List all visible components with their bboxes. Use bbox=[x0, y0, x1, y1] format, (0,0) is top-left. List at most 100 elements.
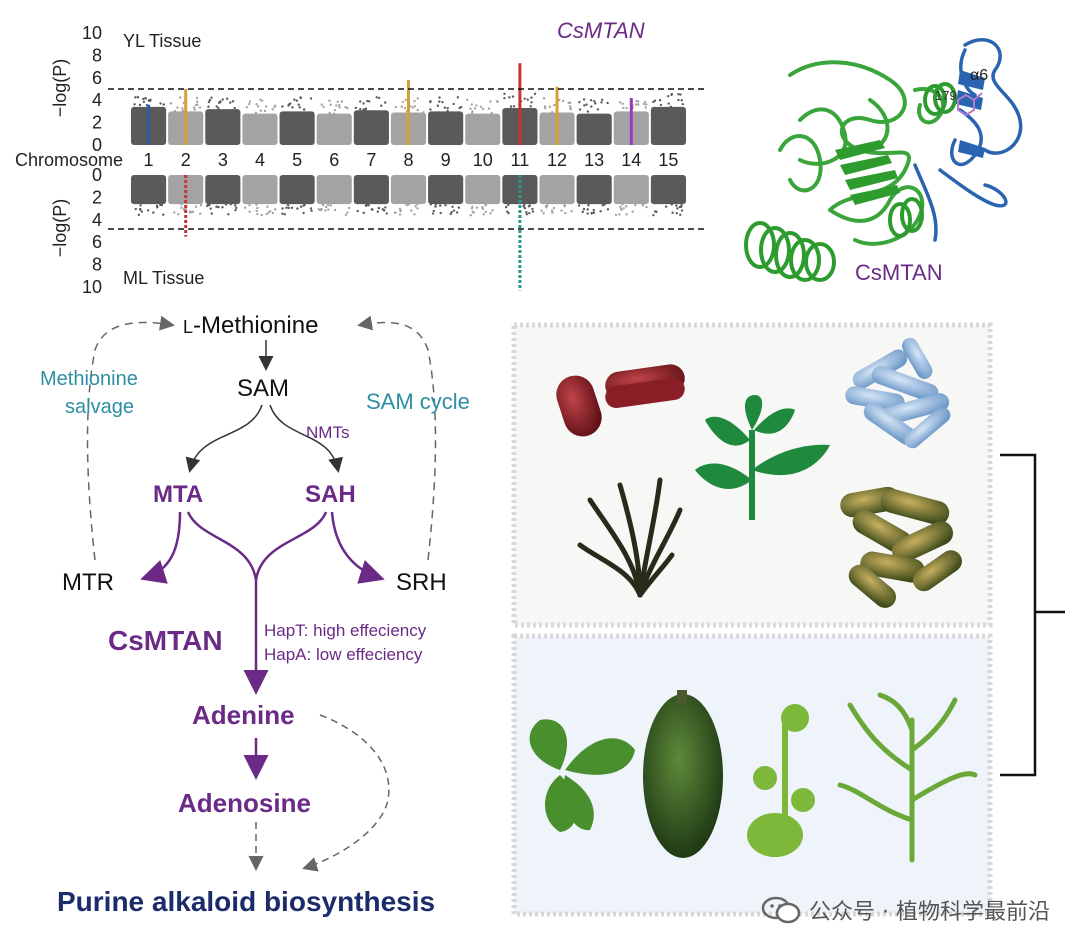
bottom-snp-point bbox=[577, 204, 581, 207]
top-snp-point bbox=[669, 105, 673, 109]
bottom-chromosome-block bbox=[539, 175, 575, 205]
bottom-snp-point bbox=[434, 205, 437, 208]
top-snp-point bbox=[265, 105, 268, 108]
bottom-snp-point bbox=[173, 211, 176, 214]
top-snp-point bbox=[470, 103, 473, 106]
bottom-snp-point bbox=[528, 211, 531, 215]
bottom-snp-point bbox=[531, 210, 535, 213]
top-snp-point bbox=[181, 107, 184, 110]
top-snp-point bbox=[299, 96, 302, 99]
mta-to-mtr-arrow bbox=[140, 511, 182, 584]
bottom-tissue-label: ML Tissue bbox=[123, 268, 204, 288]
top-snp-point bbox=[443, 106, 447, 109]
top-chromosome-block bbox=[576, 113, 612, 145]
top-snp-point bbox=[529, 105, 532, 108]
protein-blue-domain bbox=[913, 38, 1023, 242]
top-snp-point bbox=[179, 96, 182, 99]
top-snp-point bbox=[192, 106, 196, 109]
bottom-snp-point bbox=[180, 202, 183, 206]
top-snp-point bbox=[207, 100, 211, 104]
top-snp-point bbox=[481, 107, 485, 111]
top-snp-point bbox=[590, 105, 593, 108]
bottom-chromosome-block bbox=[613, 175, 649, 205]
top-y-tick: 2 bbox=[92, 113, 102, 133]
bottom-snp-point bbox=[265, 212, 269, 216]
bottom-snp-point bbox=[347, 206, 351, 210]
plant-icon-image bbox=[695, 395, 830, 520]
top-snp-point bbox=[346, 106, 349, 110]
top-snp-point bbox=[618, 101, 622, 104]
top-snp-point bbox=[578, 100, 581, 104]
bottom-snp-point bbox=[255, 209, 258, 213]
top-snp-point bbox=[248, 100, 252, 103]
methionine-salvage-line2: salvage bbox=[65, 396, 134, 418]
top-snp-point bbox=[438, 100, 441, 103]
top-snp-point bbox=[207, 105, 210, 108]
top-snp-point bbox=[411, 106, 414, 109]
bottom-snp-point bbox=[416, 203, 419, 206]
top-snp-point bbox=[550, 110, 554, 114]
bottom-snp-point bbox=[582, 207, 586, 211]
bottom-snp-point bbox=[405, 203, 409, 207]
bottom-y-tick: 6 bbox=[92, 232, 102, 252]
top-snp-point bbox=[136, 95, 140, 99]
bottom-snp-point bbox=[614, 213, 618, 217]
csmtan-enzyme-label: CsMTAN bbox=[108, 625, 223, 656]
top-snp-point bbox=[544, 107, 547, 110]
top-snp-point bbox=[320, 103, 323, 106]
top-snp-point bbox=[479, 105, 483, 109]
chromosome-label: 7 bbox=[366, 150, 376, 170]
bottom-snp-point bbox=[224, 203, 228, 206]
bottom-snp-point bbox=[221, 206, 224, 209]
top-snp-point bbox=[340, 100, 344, 103]
top-snp-point bbox=[600, 98, 604, 102]
top-snp-point bbox=[413, 105, 416, 108]
bottom-snp-point bbox=[370, 208, 374, 211]
top-snp-point bbox=[260, 99, 264, 102]
bottom-snp-point bbox=[215, 205, 218, 208]
top-snp-point bbox=[362, 102, 365, 105]
bottom-snp-point bbox=[653, 210, 657, 213]
bottom-snp-point bbox=[161, 213, 165, 216]
bottom-snp-point bbox=[309, 207, 313, 210]
bottom-chromosome-block bbox=[205, 175, 241, 205]
bottom-snp-point bbox=[444, 203, 447, 207]
bottom-y-tick: 2 bbox=[92, 187, 102, 207]
top-snp-point bbox=[473, 107, 477, 110]
top-snp-point bbox=[274, 104, 277, 107]
bottom-snp-point bbox=[398, 213, 402, 216]
bottom-snp-point bbox=[545, 206, 548, 209]
top-snp-point bbox=[281, 105, 284, 108]
bottom-snp-point bbox=[256, 206, 259, 210]
top-snp-point bbox=[489, 100, 492, 103]
top-snp-point bbox=[362, 108, 365, 111]
top-snp-point bbox=[328, 99, 331, 102]
protein-structure: 179 α6 CsMTAN bbox=[744, 38, 1023, 285]
top-snp-point bbox=[142, 100, 146, 103]
bottom-snp-point bbox=[281, 212, 284, 215]
bottom-snp-point bbox=[235, 206, 238, 210]
top-snp-point bbox=[416, 108, 419, 112]
top-snp-point bbox=[354, 106, 358, 110]
top-snp-point bbox=[436, 104, 440, 107]
top-snp-point bbox=[622, 106, 625, 110]
bottom-snp-point bbox=[439, 211, 442, 215]
top-y-tick: 8 bbox=[92, 45, 102, 65]
top-snp-point bbox=[593, 99, 596, 103]
bottom-snp-point bbox=[469, 214, 472, 217]
top-y-axis-label: −log(P) bbox=[50, 59, 70, 118]
bottom-snp-point bbox=[434, 203, 437, 206]
top-snp-point bbox=[338, 106, 341, 109]
bottom-snp-point bbox=[410, 209, 413, 212]
top-snp-point bbox=[542, 97, 546, 100]
top-snp-point bbox=[429, 99, 432, 103]
bottom-snp-point bbox=[134, 207, 138, 211]
bottom-snp-point bbox=[255, 203, 258, 206]
top-snp-point bbox=[138, 103, 142, 107]
bottom-snp-point bbox=[525, 211, 528, 214]
top-snp-point bbox=[652, 100, 655, 104]
top-snp-point bbox=[553, 103, 556, 107]
bottom-snp-point bbox=[271, 211, 275, 215]
bottom-y-tick: 0 bbox=[92, 165, 102, 185]
bottom-snp-point bbox=[274, 208, 277, 211]
